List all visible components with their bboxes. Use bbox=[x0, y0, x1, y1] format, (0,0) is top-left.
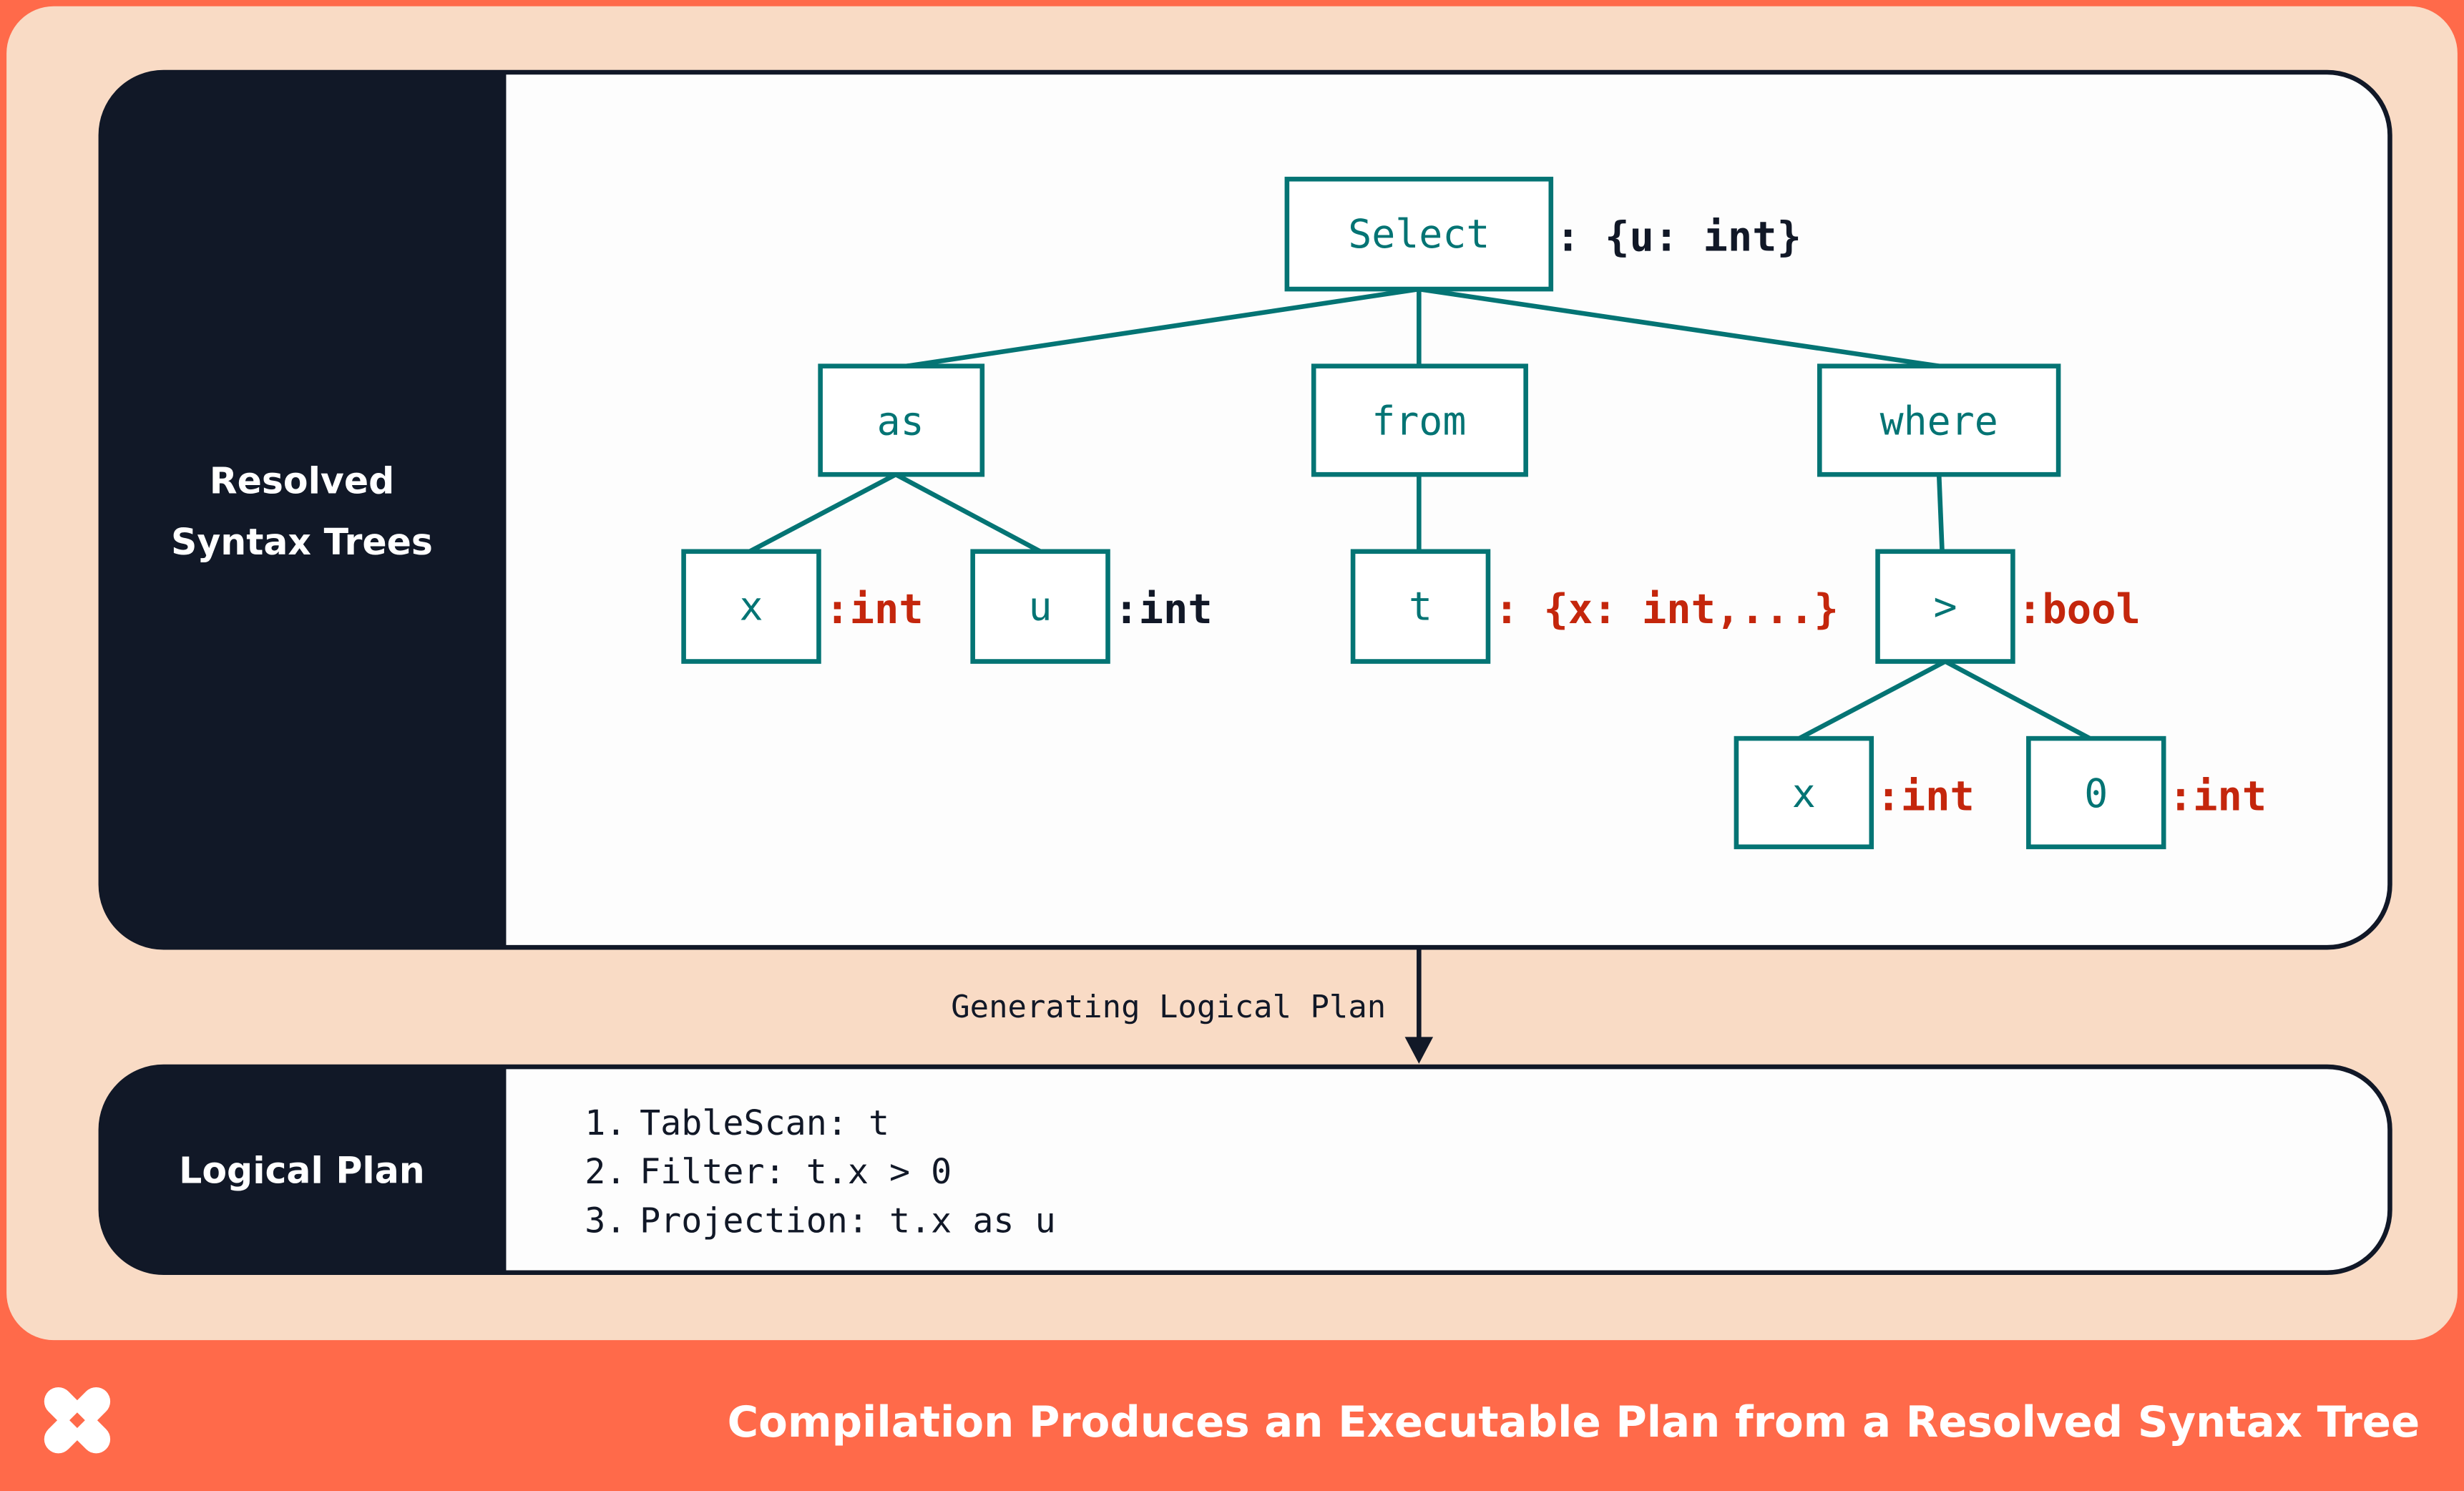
svg-text:Select: Select bbox=[1348, 211, 1490, 257]
node-t: t bbox=[1350, 549, 1491, 664]
plan-step: 2. Filter: t.x > 0 bbox=[585, 1152, 952, 1192]
svg-text:u: u bbox=[1029, 584, 1052, 630]
type-select: : {u: int} bbox=[1555, 214, 1801, 261]
edge-as-x bbox=[748, 472, 897, 554]
edge-gt-x bbox=[1798, 659, 1947, 741]
node-u: u bbox=[970, 549, 1110, 664]
logical-plan-panel: Logical Plan 1. TableScan: t 2. Filter: … bbox=[98, 1064, 2392, 1276]
node-x: x bbox=[681, 549, 821, 664]
svg-text:x: x bbox=[740, 584, 763, 630]
edge-select-as bbox=[906, 286, 1419, 368]
svg-text:3.: 3. bbox=[585, 1201, 626, 1241]
type-x: :int bbox=[825, 586, 923, 633]
svg-text:Projection: t.x as u: Projection: t.x as u bbox=[640, 1201, 1056, 1241]
plan-step: 3. Projection: t.x as u bbox=[585, 1201, 1055, 1241]
panel-label-line2: Syntax Trees bbox=[171, 521, 433, 563]
edge-select-where bbox=[1418, 286, 1940, 368]
svg-text:t: t bbox=[1409, 584, 1432, 630]
svg-text:2.: 2. bbox=[585, 1152, 626, 1192]
type-x-compare: :int bbox=[1876, 773, 1974, 820]
svg-text:TableScan: t: TableScan: t bbox=[640, 1103, 889, 1143]
node-select: Select bbox=[1284, 177, 1554, 292]
edge-where-gt bbox=[1936, 474, 1945, 552]
node-where: where bbox=[1817, 363, 2061, 477]
node-x-compare: x bbox=[1734, 735, 1874, 849]
node-as: as bbox=[818, 363, 985, 477]
svg-text:from: from bbox=[1372, 399, 1466, 444]
type-t: : {x: int,...} bbox=[1495, 586, 1839, 633]
arrow-label: Generating Logical Plan bbox=[951, 989, 1386, 1025]
plan-step: 1. TableScan: t bbox=[585, 1103, 889, 1143]
tree-edges bbox=[748, 286, 2091, 741]
type-gt: :bool bbox=[2018, 586, 2141, 633]
svg-text:as: as bbox=[877, 399, 924, 444]
footer-title: Compilation Produces an Executable Plan … bbox=[728, 1397, 2420, 1447]
generating-arrow bbox=[1404, 947, 1434, 1064]
node-zero: 0 bbox=[2026, 735, 2166, 849]
type-zero: :int bbox=[2169, 773, 2267, 820]
logical-plan-label: Logical Plan bbox=[179, 1150, 425, 1192]
svg-text:>: > bbox=[1933, 584, 1957, 630]
node-from: from bbox=[1311, 363, 1528, 477]
panel-sidebar bbox=[100, 72, 507, 948]
edge-gt-zero bbox=[1944, 659, 2091, 741]
type-u: :int bbox=[1114, 586, 1212, 633]
svg-text:x: x bbox=[1792, 771, 1816, 816]
svg-text:Filter: t.x > 0: Filter: t.x > 0 bbox=[640, 1152, 952, 1192]
edge-as-u bbox=[894, 472, 1042, 554]
dagster-logo-icon bbox=[44, 1387, 111, 1454]
svg-text:0: 0 bbox=[2084, 771, 2108, 816]
arrow-head-icon bbox=[1404, 1037, 1434, 1064]
panel-label-line1: Resolved bbox=[210, 459, 395, 502]
svg-text:where: where bbox=[1880, 399, 1998, 444]
node-gt: > bbox=[1875, 549, 2015, 664]
svg-text:1.: 1. bbox=[585, 1103, 626, 1143]
